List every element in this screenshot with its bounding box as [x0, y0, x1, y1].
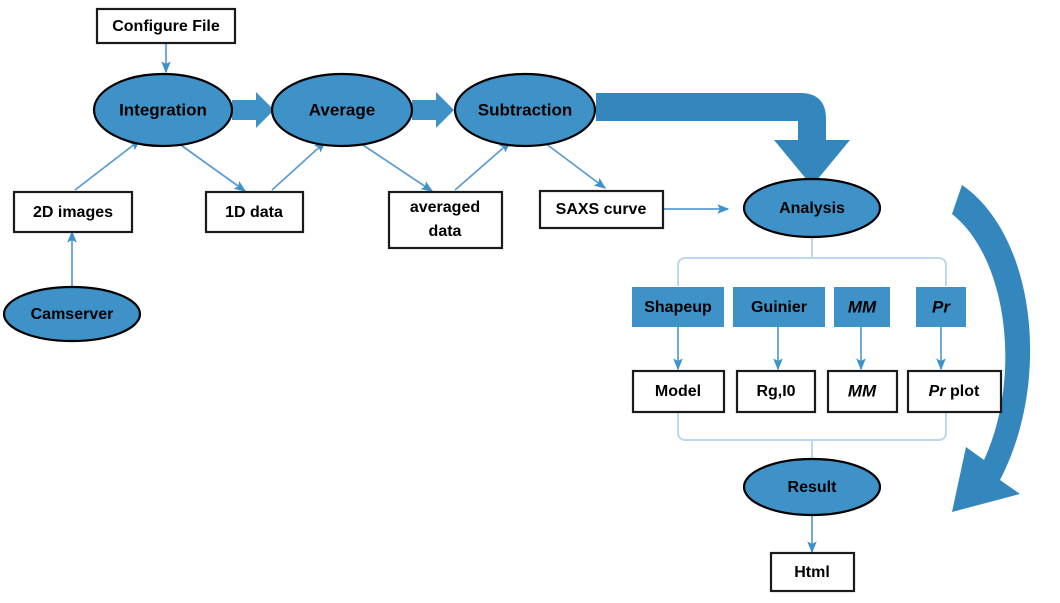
output-label-3-main: Pr — [929, 383, 947, 400]
node-subtraction[interactable] — [453, 72, 597, 148]
arrow-2dimages-to-integration — [74, 139, 142, 191]
node-2d-images[interactable] — [12, 190, 134, 234]
bracket-analysis-to-modules — [677, 237, 947, 286]
arrow-subtraction-to-saxscurve — [544, 142, 607, 189]
node-saxs-curve[interactable] — [538, 189, 665, 230]
node-analysis[interactable] — [742, 177, 882, 239]
node-averaged-data-label-line1: averaged — [410, 199, 480, 216]
arrow-integration-to-1ddata — [177, 142, 247, 192]
module-box-1[interactable] — [733, 287, 825, 327]
bracket-outputs-to-result — [677, 412, 947, 462]
node-camserver-label: Camserver — [31, 306, 114, 323]
arrow-averageddata-to-subtraction — [454, 141, 512, 191]
output-box-0[interactable] — [631, 369, 726, 414]
big-elbow-arrow-subtraction-to-analysis — [596, 93, 850, 186]
module-box-2[interactable] — [834, 287, 890, 327]
node-integration-label: Integration — [119, 100, 207, 119]
output-box-3[interactable] — [906, 369, 1003, 414]
block-arrow-integration-to-average — [232, 92, 274, 128]
output-label-1: Rg,I0 — [756, 383, 795, 400]
node-2d-images-label: 2D images — [33, 204, 113, 221]
module-box-3[interactable] — [916, 287, 966, 327]
node-configure-file[interactable] — [95, 7, 237, 45]
node-average[interactable] — [270, 72, 414, 148]
analysis-module-boxes: Shapeup Guinier MM Pr — [632, 287, 966, 327]
node-1d-data-label: 1D data — [225, 204, 283, 221]
node-subtraction-label: Subtraction — [478, 100, 572, 119]
node-integration[interactable] — [92, 72, 234, 148]
output-label-3: Pr plot — [929, 383, 980, 400]
node-html[interactable] — [769, 551, 856, 593]
output-box-1[interactable] — [735, 369, 817, 414]
output-box-2[interactable] — [826, 369, 899, 414]
block-arrow-average-to-subtraction — [412, 92, 454, 128]
output-label-3-suffix: plot — [946, 383, 980, 400]
node-result-label: Result — [788, 479, 838, 496]
ellipse-nodes: Integration Average Subtraction Camserve… — [2, 72, 882, 517]
thin-connectors — [67, 44, 946, 554]
node-camserver[interactable] — [2, 285, 142, 343]
node-1d-data[interactable] — [204, 190, 305, 234]
arrow-average-to-averageddata — [359, 142, 434, 192]
analysis-output-boxes: Model Rg,I0 MM Pr plot — [631, 369, 1003, 414]
big-curved-arrow-loop — [952, 185, 1031, 512]
node-averaged-data-label-line2: data — [429, 223, 462, 240]
node-html-label: Html — [794, 564, 830, 581]
arrow-1ddata-to-average — [271, 141, 327, 191]
node-analysis-label: Analysis — [779, 200, 845, 217]
output-label-0: Model — [655, 383, 701, 400]
node-saxs-curve-label: SAXS curve — [556, 201, 647, 218]
module-box-0[interactable] — [632, 287, 724, 327]
node-average-label: Average — [309, 100, 375, 119]
rect-nodes: Configure File 2D images 1D data average… — [12, 7, 856, 593]
node-configure-file-label: Configure File — [112, 18, 220, 35]
module-label-2: MM — [848, 297, 877, 316]
module-label-0: Shapeup — [644, 299, 712, 316]
module-label-1: Guinier — [751, 299, 807, 316]
output-label-2: MM — [848, 381, 877, 400]
node-averaged-data[interactable] — [387, 190, 504, 250]
module-label-3: Pr — [932, 297, 951, 316]
node-result[interactable] — [742, 457, 882, 517]
